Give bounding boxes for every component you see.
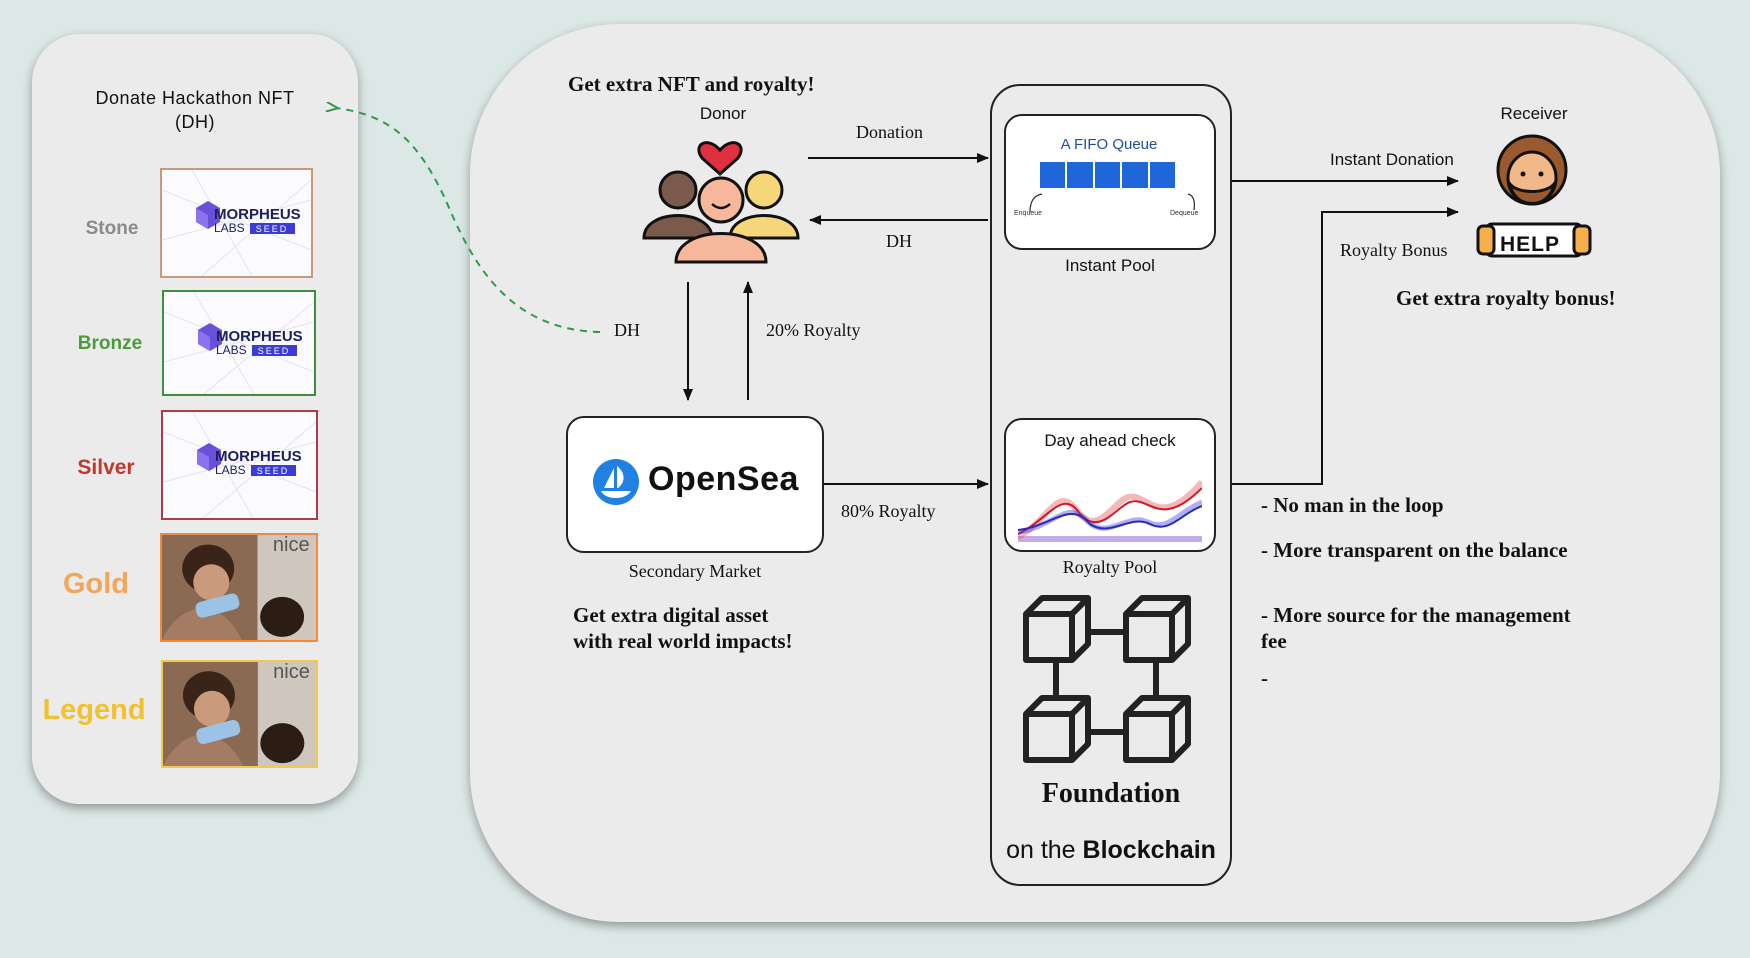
secondary-market-label: Secondary Market [628, 561, 762, 581]
receiver-label: Receiver [1500, 104, 1568, 123]
dh-dashed-arrow [336, 108, 601, 333]
foundation-subtitle: on the Blockchain [990, 836, 1232, 865]
subtitle-prefix: on the [1006, 836, 1083, 864]
benefit-item: - More source for the management fee [1261, 603, 1571, 653]
instant-pool-label: Instant Pool [1065, 256, 1155, 275]
fifo-queue-title: A FIFO Queue [1060, 136, 1158, 153]
donor-group-icon [642, 141, 800, 264]
royalty-bonus-label: Royalty Bonus [1340, 240, 1448, 260]
tier-label-silver: Silver [77, 456, 135, 479]
tier-label-bronze: Bronze [77, 333, 143, 354]
queue-flow-arrows [1029, 193, 1196, 213]
queue-cells [1040, 162, 1176, 188]
dh-return-label: DH [886, 231, 912, 251]
svg-text:SEED: SEED [256, 224, 289, 234]
svg-text:MORPHEUS: MORPHEUS [214, 206, 301, 223]
tier-label-legend: Legend [42, 694, 146, 726]
receiver-help-icon [1476, 134, 1592, 258]
donor-heading: Get extra NFT and royalty! [568, 72, 815, 96]
tier-card-legend: nice [161, 660, 318, 768]
blockchain-icon [1023, 595, 1191, 763]
opensea-logo-icon [593, 459, 639, 505]
day-ahead-chart-graphic [1018, 462, 1202, 542]
enqueue-label: Enqueue [1014, 210, 1043, 217]
benefit-item: - [1261, 666, 1268, 690]
royalty-pool-label: Royalty Pool [1062, 557, 1158, 577]
foundation-label: Foundation [1041, 778, 1181, 809]
opensea-brand: OpenSea [648, 460, 799, 498]
instant-donation-label: Instant Donation [1330, 150, 1454, 169]
svg-text:LABS: LABS [214, 221, 245, 235]
receiver-caption: Get extra royalty bonus! [1396, 286, 1616, 310]
donation-label: Donation [856, 122, 923, 142]
subtitle-blockchain: Blockchain [1082, 836, 1216, 864]
svg-text:LABS: LABS [216, 343, 247, 357]
blockchain-container [990, 84, 1232, 886]
child-drinking-photo: nice [162, 535, 316, 640]
dh-dashed-label: DH [614, 320, 640, 340]
tier-label-gold: Gold [62, 568, 130, 600]
child-drinking-photo: nice [163, 662, 316, 766]
benefit-item: - More transparent on the balance [1261, 538, 1568, 562]
svg-text:SEED: SEED [258, 346, 291, 356]
svg-text:nice: nice [273, 662, 310, 683]
tier-card-gold: nice [160, 533, 318, 642]
svg-text:MORPHEUS: MORPHEUS [215, 448, 302, 465]
help-sign-text: HELP [1499, 233, 1560, 256]
royalty-80-label: 80% Royalty [841, 501, 936, 521]
svg-text:LABS: LABS [215, 463, 246, 477]
royalty-20-label: 20% Royalty [766, 320, 861, 340]
svg-text:MORPHEUS: MORPHEUS [216, 328, 303, 345]
benefit-item: - No man in the loop [1261, 493, 1444, 517]
nft-panel-title: Donate Hackathon NFT (DH) [95, 88, 295, 132]
dequeue-label: Dequeue [1170, 210, 1199, 217]
royalty-pool-title: Day ahead check [1044, 431, 1176, 450]
royalty-bonus-arrow [1232, 207, 1459, 485]
svg-text:nice: nice [273, 535, 310, 556]
donor-label: Donor [699, 104, 747, 123]
opensea-caption: Get extra digital asset with real world … [573, 603, 793, 653]
fifo-queue-graphic: A FIFO Queue Enqueue Dequeue [1010, 132, 1208, 238]
svg-text:SEED: SEED [257, 466, 290, 476]
tier-label-stone: Stone [85, 218, 139, 239]
